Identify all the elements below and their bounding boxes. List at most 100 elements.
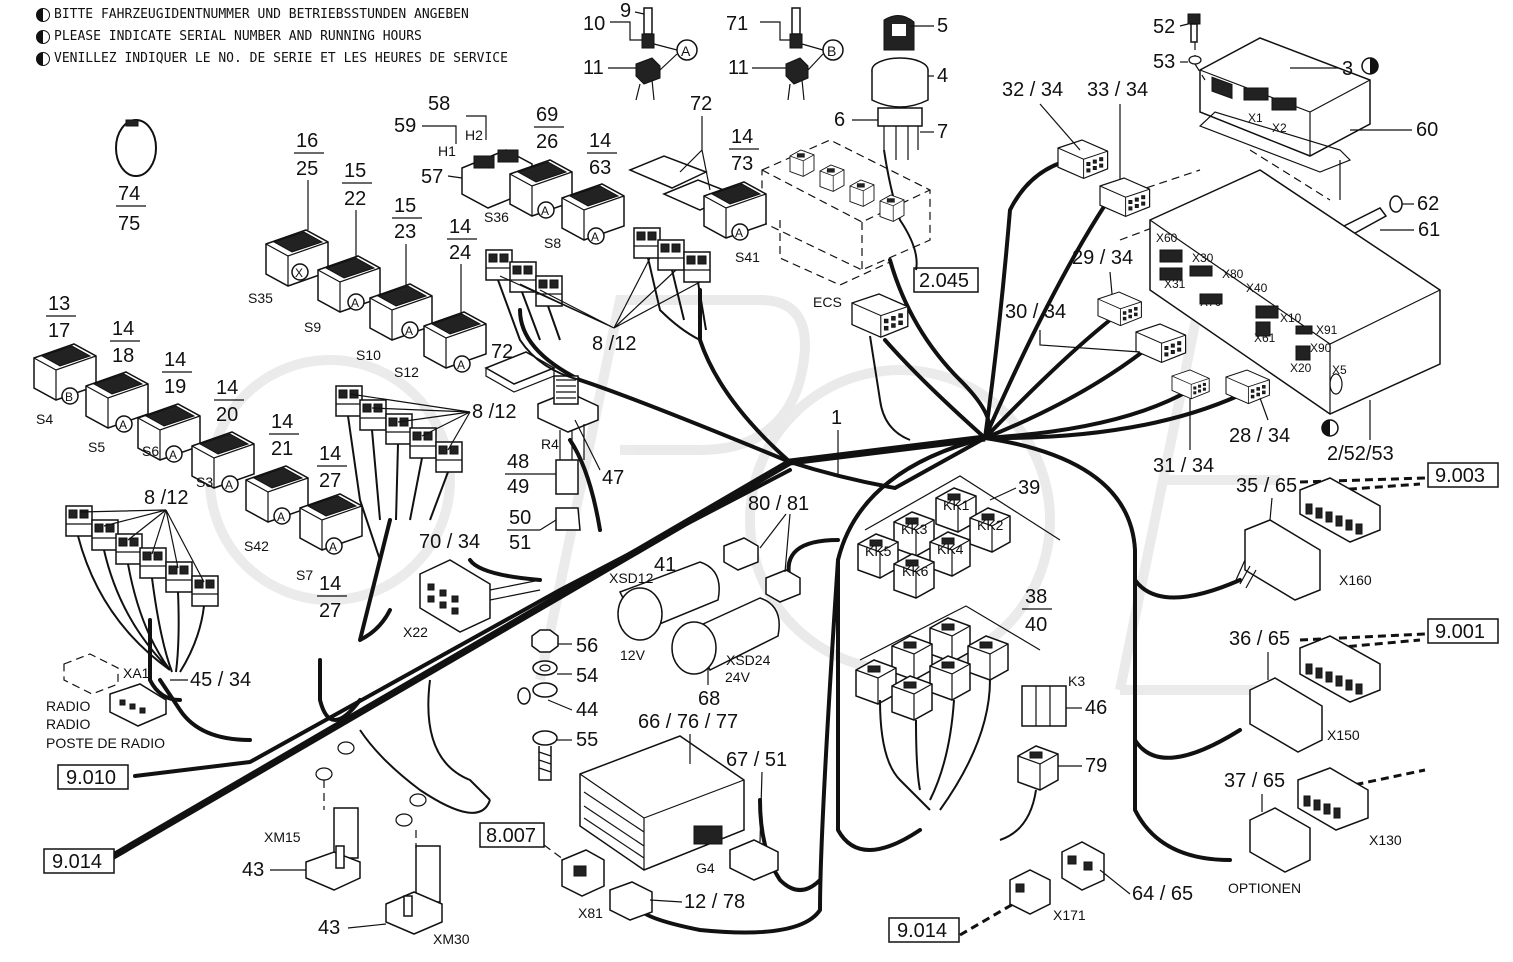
ref-9014-left[interactable]: 9.014 [43,848,115,874]
svg-text:72: 72 [491,341,513,363]
svg-text:28 / 34: 28 / 34 [1229,425,1290,447]
svg-text:S35: S35 [248,290,273,306]
svg-text:24: 24 [449,242,471,264]
svg-text:40: 40 [1025,614,1047,636]
svg-text:S12: S12 [394,364,419,380]
central-electrics-box: X60 X30 X80 X40 X31 X70 X10 X61 X91 X90 … [1149,169,1441,465]
ref-9001[interactable]: 9.001 [1427,618,1499,644]
svg-text:14: 14 [271,411,293,433]
svg-text:39: 39 [1018,477,1040,499]
svg-text:8 /12: 8 /12 [472,401,516,423]
svg-text:X150: X150 [1327,727,1360,743]
ground-xm30: XM30 43 [318,793,470,947]
half-circle-icon [36,52,50,66]
connector-cluster-top: 8 /12 [485,227,711,381]
svg-text:R4: R4 [541,436,559,452]
svg-text:S3: S3 [196,474,213,490]
hardware-stack: 56 54 44 55 [517,629,598,781]
svg-text:S8: S8 [544,235,561,251]
connector-12-78: 12 / 78 [609,881,745,921]
connector-x81: X81 [561,849,605,921]
svg-text:X2: X2 [1272,121,1287,135]
svg-text:8 /12: 8 /12 [592,333,636,355]
svg-text:G4: G4 [696,860,715,876]
svg-text:26: 26 [536,131,558,153]
svg-text:64 / 65: 64 / 65 [1132,883,1193,905]
svg-text:11: 11 [583,57,604,79]
svg-text:S41: S41 [735,249,760,265]
svg-text:67 / 51: 67 / 51 [726,749,787,771]
svg-text:23: 23 [394,221,416,243]
svg-text:XSD24: XSD24 [726,652,771,668]
relay-k3: K3 46 79 [999,673,1107,841]
svg-text:53: 53 [1153,51,1175,73]
pin-group-b: B 71 11 [726,7,844,101]
svg-text:X171: X171 [1053,907,1086,923]
ref-boxes: 9.010 9.014 9.014 8.007 2.045 9.003 9.00… [43,267,1499,943]
svg-text:62: 62 [1417,193,1439,215]
svg-text:5: 5 [937,15,948,37]
svg-text:RADIO: RADIO [46,716,90,732]
svg-text:43: 43 [242,859,264,881]
svg-text:14: 14 [319,573,341,595]
svg-text:A: A [591,230,599,244]
svg-text:72: 72 [690,93,712,115]
ref-9014-bottom[interactable]: 9.014 [888,917,960,943]
svg-text:S4: S4 [36,411,53,427]
svg-text:16: 16 [296,130,318,152]
svg-text:X20: X20 [1290,361,1312,375]
ref-2045[interactable]: 2.045 [913,267,979,293]
svg-text:9: 9 [620,0,631,22]
svg-text:56: 56 [576,635,598,657]
svg-text:13: 13 [48,293,70,315]
svg-text:OPTIONEN: OPTIONEN [1228,880,1301,896]
svg-text:31 / 34: 31 / 34 [1153,455,1214,477]
svg-text:X160: X160 [1339,572,1372,588]
svg-text:2/52/53: 2/52/53 [1327,443,1394,465]
display-72-top: 72 [628,93,736,211]
ref-8007[interactable]: 8.007 [479,822,545,848]
svg-text:X30: X30 [1192,251,1214,265]
svg-text:KK2: KK2 [977,517,1004,533]
ref-9010[interactable]: 9.010 [57,764,129,790]
svg-text:38: 38 [1025,586,1047,608]
connector-x130: 37 / 65 X130 OPTIONEN [1224,767,1402,896]
svg-text:1: 1 [831,407,842,429]
svg-text:6: 6 [834,109,845,131]
svg-text:74: 74 [118,183,140,205]
svg-text:54: 54 [576,665,598,687]
svg-text:51: 51 [509,532,531,554]
svg-text:X22: X22 [403,624,428,640]
connector-x22: X22 70 / 34 [403,531,541,640]
svg-text:12V: 12V [620,647,646,663]
ref-9003[interactable]: 9.003 [1427,462,1499,488]
note-de: BITTE FAHRZEUGIDENTNUMMER UND BETRIEBSST… [36,4,508,26]
svg-text:S6: S6 [142,443,159,459]
svg-text:58: 58 [428,93,450,115]
half-circle-icon [36,8,50,22]
radio-connector: XA1 RADIO RADIO POSTE DE RADIO 45 / 34 [46,653,251,751]
connector-x150: 36 / 65 X150 [1229,628,1381,753]
svg-text:S5: S5 [88,439,105,455]
svg-text:A: A [225,478,233,492]
svg-text:XSD12: XSD12 [609,570,654,586]
svg-text:55: 55 [576,729,598,751]
svg-text:14: 14 [216,377,238,399]
svg-text:7: 7 [937,121,948,143]
svg-text:X60: X60 [1156,231,1178,245]
svg-text:15: 15 [344,160,366,182]
svg-text:A: A [119,418,127,432]
svg-text:44: 44 [576,699,598,721]
svg-text:17: 17 [48,320,70,342]
svg-text:KK3: KK3 [901,521,928,537]
svg-text:H2: H2 [465,127,483,143]
svg-text:27: 27 [319,470,341,492]
svg-text:35 / 65: 35 / 65 [1236,475,1297,497]
svg-text:XM30: XM30 [433,931,470,947]
